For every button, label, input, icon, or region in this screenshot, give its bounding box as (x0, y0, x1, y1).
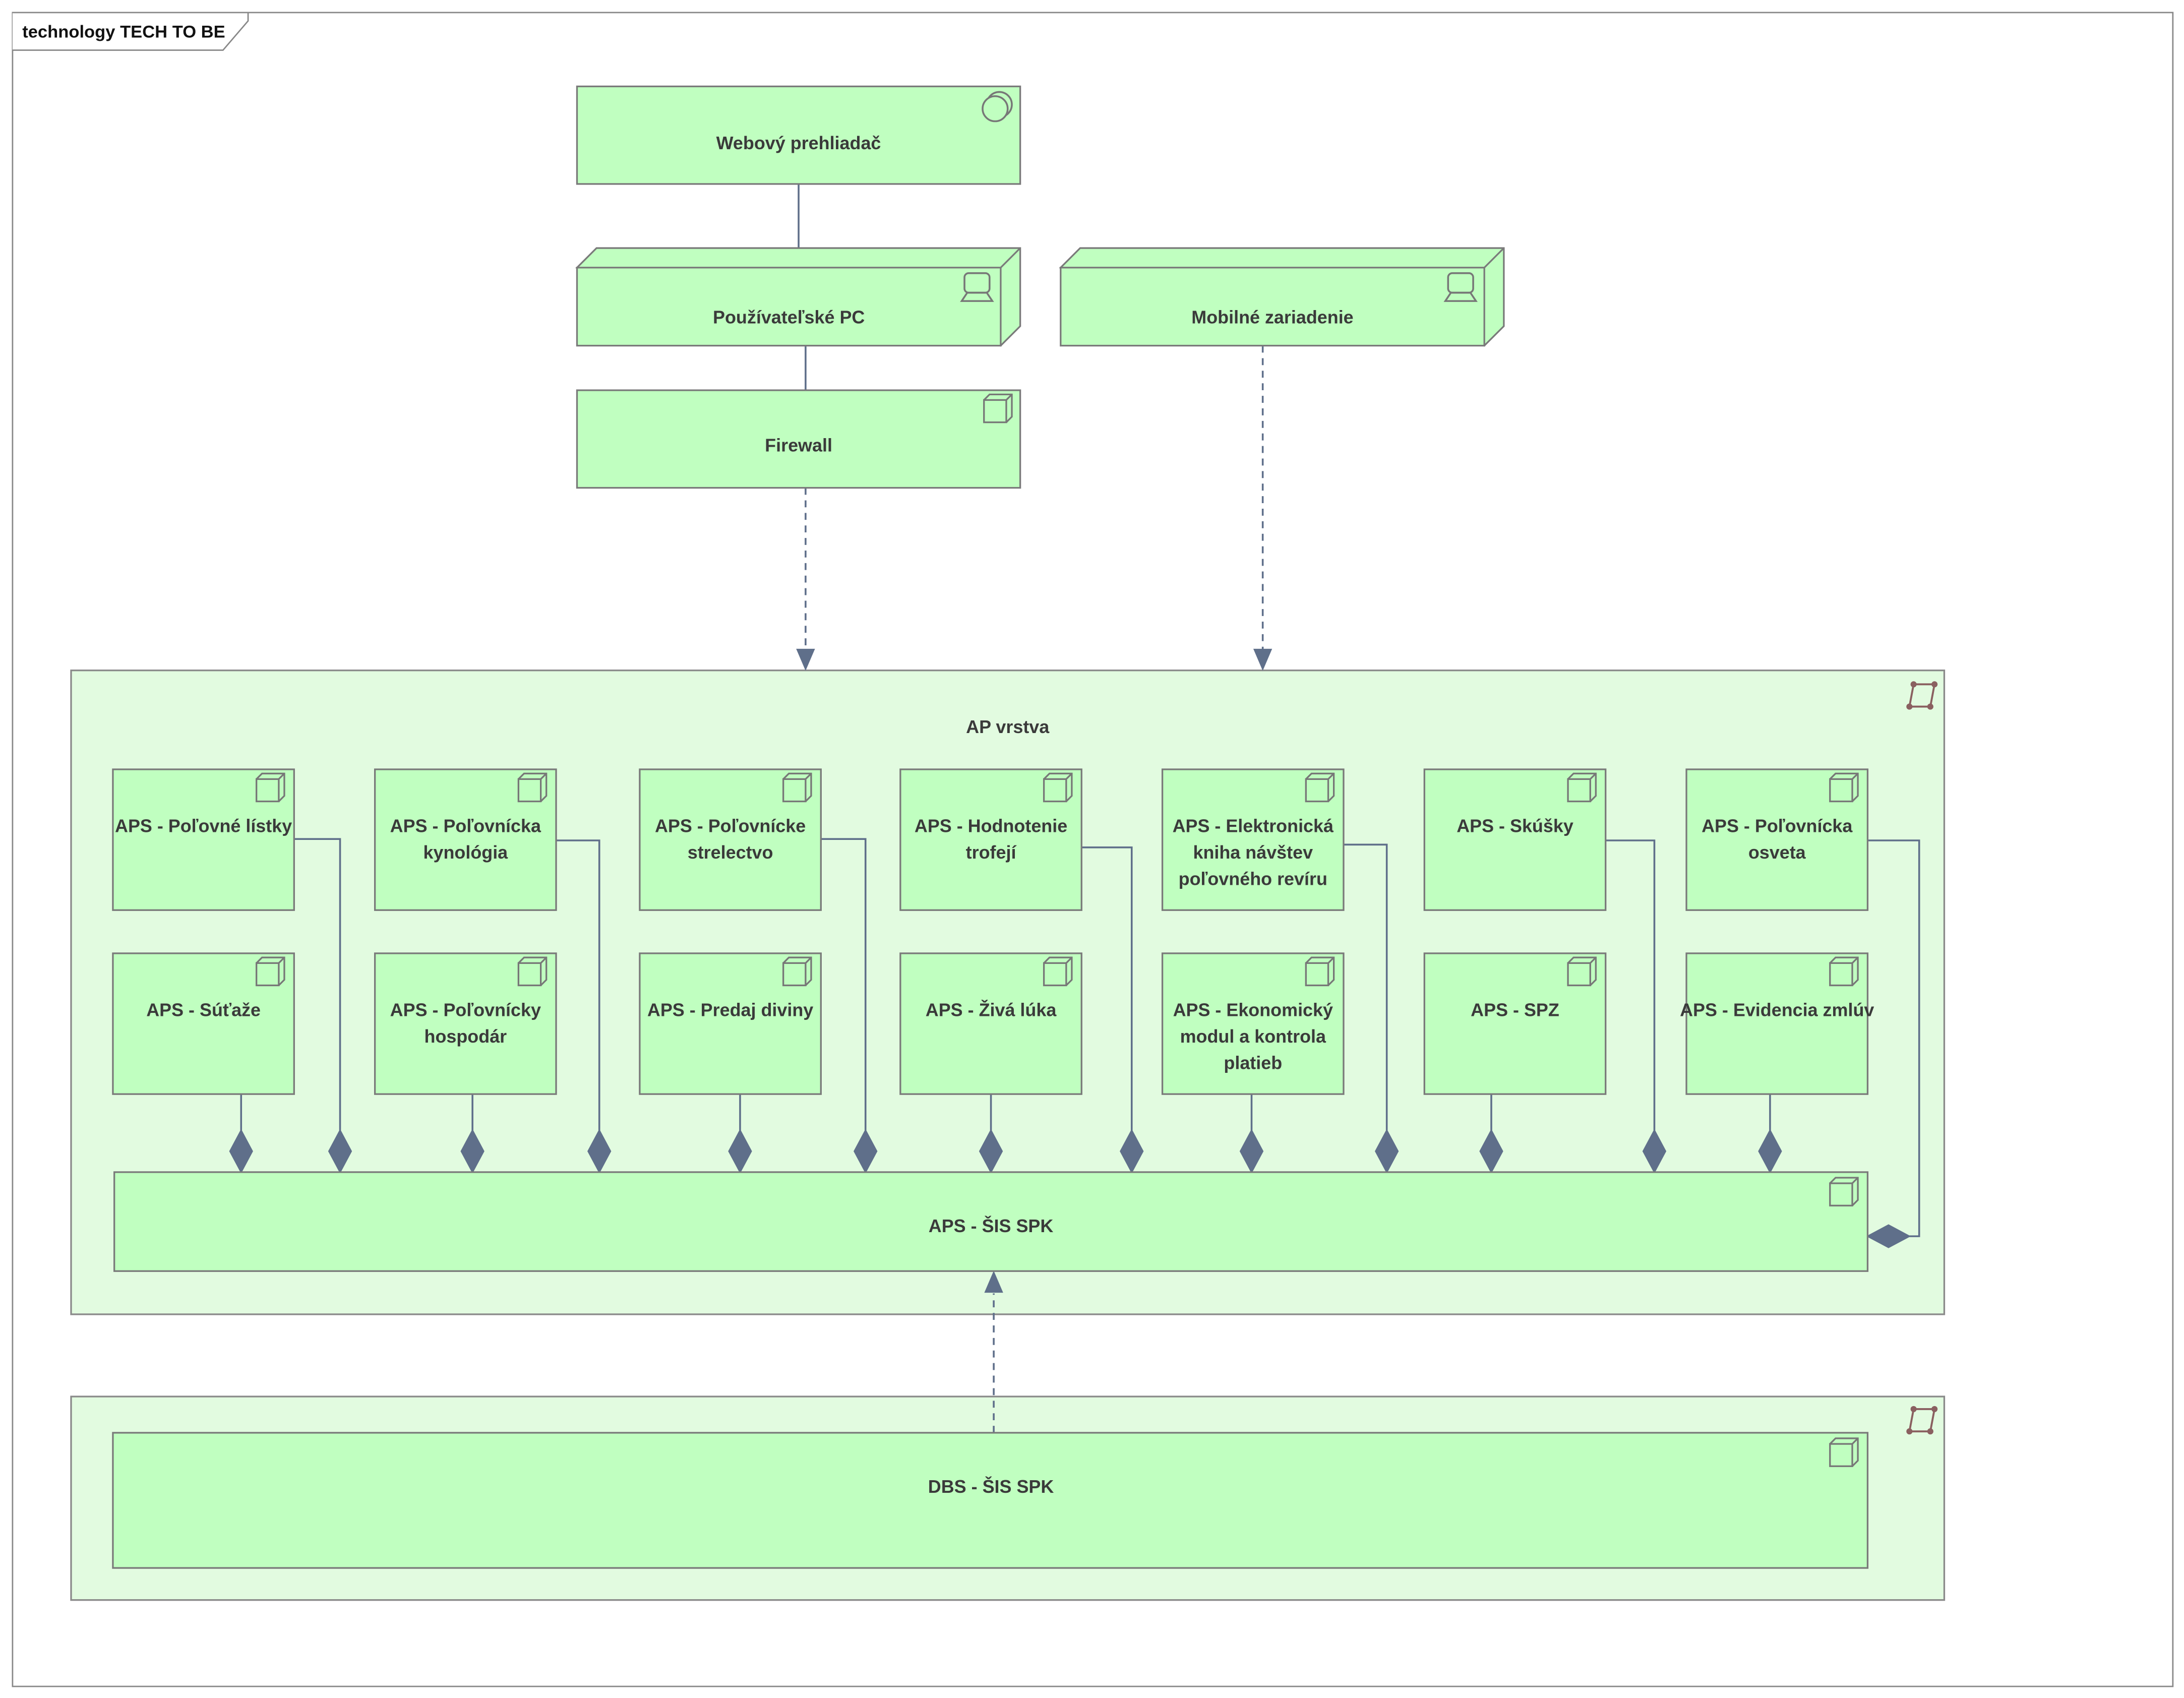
aps-ekonomicky-modul-a-kontrola-platieb-label: APS - Ekonomický (1173, 999, 1333, 1020)
composition-line (1605, 839, 1656, 1131)
node-mobilne-zariadenie[interactable]: Mobilné zariadenie (1059, 247, 1505, 347)
device-icon (1443, 272, 1478, 302)
aps-hodnotenie-trofeji-label: trofejí (966, 842, 1017, 863)
node-icon (517, 772, 548, 803)
ap-layer-title: AP vrstva (966, 716, 1050, 737)
node-icon (1043, 956, 1073, 987)
node-icon (1305, 772, 1335, 803)
grouping-icon (1906, 1406, 1938, 1435)
aps-spz[interactable]: APS - SPZ (1423, 952, 1607, 1095)
arrow-head (1253, 648, 1272, 671)
aps-ziva-luka[interactable]: APS - Živá lúka (899, 952, 1082, 1095)
system-software-icon (982, 91, 1013, 123)
node-icon (782, 956, 812, 987)
node-icon (983, 393, 1013, 423)
aps-polovnicke-strelectvo[interactable]: APS - Poľovnícke strelectvo (639, 768, 822, 911)
aps-polovnicka-osveta-label: osveta (1748, 842, 1806, 863)
node-firewall[interactable]: Firewall (576, 389, 1021, 489)
aps-spz-label: APS - SPZ (1471, 999, 1559, 1020)
aps-hodnotenie-trofeji[interactable]: APS - Hodnotenie trofejí (899, 768, 1082, 911)
node-webovy-prehliadac-label: Webový prehliadač (716, 133, 881, 153)
composition-line (556, 839, 600, 1131)
aps-elektronicka-kniha-navstev-polovneho-reviru-label: kniha návštev (1193, 842, 1313, 863)
node-icon (782, 772, 812, 803)
aps-ziva-luka-label: APS - Živá lúka (926, 999, 1057, 1020)
frame-title: technology TECH TO BE (22, 23, 225, 42)
node-icon (256, 772, 285, 803)
aps-elektronicka-kniha-navstev-polovneho-reviru-label: APS - Elektronická (1173, 815, 1334, 836)
node-pouzivatelske-pc-label: Používateľské PC (713, 307, 865, 327)
aps-polovnicky-hospodar-label: hospodár (424, 1026, 507, 1047)
aps-polovnicke-strelectvo-label: APS - Poľovnícke (655, 815, 806, 836)
aps-polovnicky-hospodar-label: APS - Poľovnícky (390, 999, 541, 1020)
aps-polovnicka-kynologia-label: APS - Poľovnícka (390, 815, 541, 836)
node-icon (1567, 956, 1597, 987)
aps-polovnicka-kynologia[interactable]: APS - Poľovnícka kynológia (374, 768, 557, 911)
node-icon (1305, 956, 1335, 987)
composition-line (1867, 839, 1920, 1237)
dbs-sis-spk-label: DBS - ŠIS SPK (928, 1476, 1054, 1497)
node-icon (1043, 772, 1073, 803)
aps-evidencia-zmluv[interactable]: APS - Evidencia zmlúv (1680, 952, 1874, 1095)
node-icon (517, 956, 548, 987)
aps-hodnotenie-trofeji-label: APS - Hodnotenie (915, 815, 1067, 836)
arrow-head (984, 1270, 1003, 1293)
node-icon (256, 956, 285, 987)
aps-polovnicky-hospodar[interactable]: APS - Poľovnícky hospodár (374, 952, 557, 1095)
node-firewall-label: Firewall (765, 435, 832, 456)
node-webovy-prehliadac[interactable]: Webový prehliadač (576, 85, 1021, 185)
aps-sutaze[interactable]: APS - Súťaže (112, 952, 295, 1095)
node-icon (1567, 772, 1597, 803)
aps-polovnicka-kynologia-label: kynológia (423, 842, 509, 863)
aps-skusky-label: APS - Skúšky (1457, 815, 1573, 836)
aps-polovnicka-osveta[interactable]: APS - Poľovnícka osveta (1685, 768, 1869, 911)
composition-line (821, 838, 867, 1131)
aps-skusky[interactable]: APS - Skúšky (1423, 768, 1607, 911)
composition-line (294, 838, 341, 1131)
composition-line (1343, 843, 1388, 1131)
node-mobilne-zariadenie-label: Mobilné zariadenie (1191, 307, 1353, 327)
aps-polovnicka-osveta-label: APS - Poľovnícka (1702, 815, 1853, 836)
device-icon (960, 272, 994, 302)
aps-polovnicke-strelectvo-label: strelectvo (688, 842, 773, 863)
aps-evidencia-zmluv-label: APS - Evidencia zmlúv (1680, 999, 1874, 1020)
grouping-icon (1906, 681, 1938, 710)
aps-ekonomicky-modul-a-kontrola-platieb-label: platieb (1224, 1052, 1282, 1073)
aps-predaj-diviny[interactable]: APS - Predaj diviny (639, 952, 822, 1095)
arrow-head (796, 648, 815, 671)
aps-sis-spk[interactable]: APS - ŠIS SPK (113, 1171, 1869, 1272)
aps-ekonomicky-modul-a-kontrola-platieb[interactable]: APS - Ekonomický modul a kontrola platieb (1161, 952, 1345, 1095)
aps-predaj-diviny-label: APS - Predaj diviny (647, 999, 813, 1020)
aps-sutaze-label: APS - Súťaže (146, 999, 261, 1020)
dbs-sis-spk[interactable]: DBS - ŠIS SPK (112, 1432, 1869, 1569)
node-icon (1829, 956, 1859, 987)
aps-polovne-listky-label: APS - Poľovné lístky (115, 815, 292, 836)
composition-diamond (1866, 1224, 1911, 1248)
composition-line (1081, 846, 1133, 1131)
aps-elektronicka-kniha-navstev-polovneho-reviru[interactable]: APS - Elektronická kniha návštev poľovného… (1161, 768, 1345, 911)
aps-elektronicka-kniha-navstev-polovneho-reviru-label: poľovného revíru (1179, 868, 1327, 889)
aps-ekonomicky-modul-a-kontrola-platieb-label: modul a kontrola (1180, 1026, 1326, 1047)
node-pouzivatelske-pc[interactable]: Používateľské PC (575, 247, 1021, 347)
node-icon (1829, 772, 1859, 803)
node-icon (1829, 1437, 1859, 1467)
aps-polovne-listky[interactable]: APS - Poľovné lístky (112, 768, 295, 911)
node-icon (1829, 1177, 1859, 1206)
aps-sis-spk-label: APS - ŠIS SPK (929, 1216, 1054, 1236)
